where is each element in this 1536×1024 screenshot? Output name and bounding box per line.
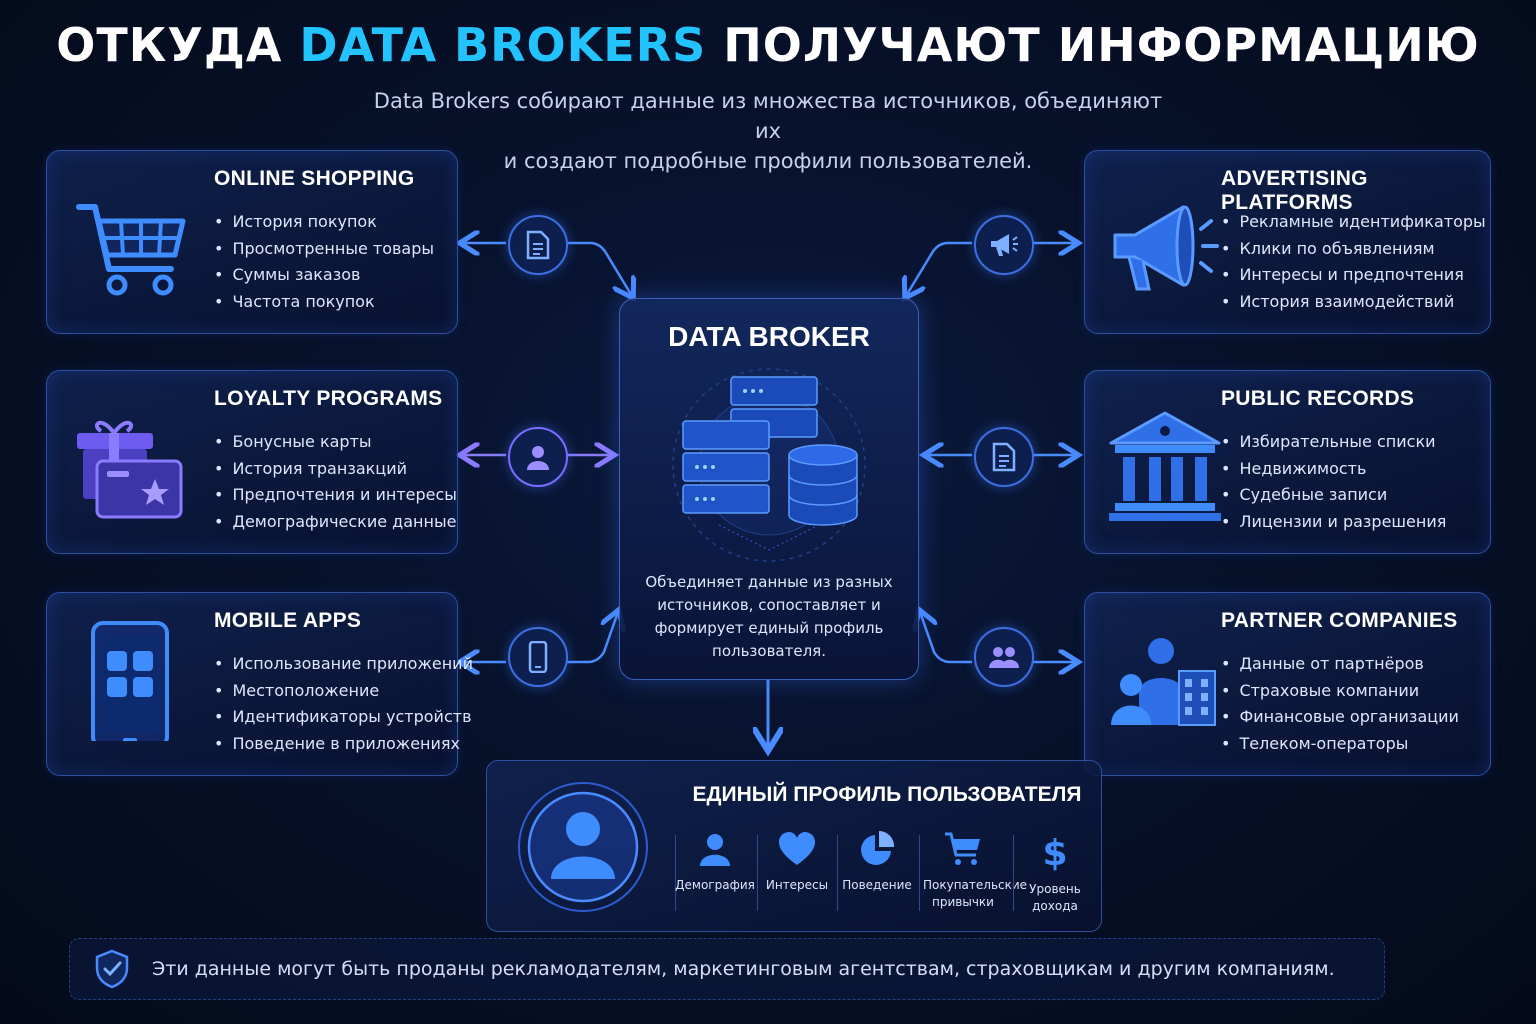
source-card-public-records: PUBLIC RECORDS Избирательные списки Недв… <box>1084 370 1491 554</box>
card-title: ONLINE SHOPPING <box>214 167 415 190</box>
source-card-mobile-apps: MOBILE APPS Использование приложений Мес… <box>46 592 473 776</box>
dollar-icon: $ <box>1042 833 1067 874</box>
profile-attribute-behavior: Поведение <box>837 830 917 894</box>
divider <box>757 835 758 911</box>
source-card-online-shopping: ONLINE SHOPPING История покупок Просмотр… <box>46 150 458 334</box>
users-icon <box>989 647 1019 668</box>
card-list: Данные от партнёров Страховые компании Ф… <box>1221 651 1459 758</box>
megaphone-small-icon <box>991 234 1018 256</box>
source-card-loyalty-programs: LOYALTY PROGRAMS Бонусные карты История … <box>46 370 458 554</box>
megaphone-node <box>974 215 1034 275</box>
divider <box>1013 835 1014 911</box>
list-item: Использование приложений <box>214 651 473 678</box>
database-servers-icon <box>672 368 866 562</box>
user-icon <box>527 446 549 470</box>
list-item: Бонусные карты <box>214 429 457 456</box>
list-item: История взаимодействий <box>1221 289 1486 316</box>
list-item: Клики по объявлениям <box>1221 236 1486 263</box>
pie-chart-icon <box>861 830 895 865</box>
divider <box>675 835 676 911</box>
list-item: Предпочтения и интересы <box>214 482 456 509</box>
card-list: Рекламные идентификаторы Клики по объявл… <box>1221 209 1486 316</box>
card-list: Бонусные карты История транзакций Предпо… <box>214 429 457 536</box>
profile-attribute-demography: Демография <box>675 831 755 894</box>
profile-title: ЕДИНЫЙ ПРОФИЛЬ ПОЛЬЗОВАТЕЛЯ <box>692 783 1082 806</box>
gift-card-icon <box>77 420 183 519</box>
document-icon <box>992 442 1016 472</box>
partners-icon <box>1111 638 1216 726</box>
page-subtitle: Data Brokers собирают данные из множеств… <box>373 89 1163 173</box>
list-item: Идентификаторы устройств <box>214 704 473 731</box>
shopping-cart-icon <box>76 204 186 296</box>
document-node <box>508 215 568 275</box>
card-title: LOYALTY PROGRAMS <box>214 387 443 410</box>
partners-node <box>974 627 1034 687</box>
list-item: Финансовые организации <box>1221 704 1459 731</box>
list-item: Избирательные списки <box>1221 429 1446 456</box>
list-item: Недвижимость <box>1221 456 1446 483</box>
list-item: Рекламные идентификаторы <box>1221 209 1485 236</box>
smartphone-icon <box>91 621 169 741</box>
list-item: Демографические данные <box>214 509 457 536</box>
list-item: Телеком-операторы <box>1221 731 1459 758</box>
card-title: MOBILE APPS <box>214 609 362 632</box>
card-list: Избирательные списки Недвижимость Судебн… <box>1221 429 1446 536</box>
data-broker-panel: DATA BROKER Объединяет данные из разных … <box>619 298 919 680</box>
list-item: Частота покупок <box>214 289 434 316</box>
svg-text:$: $ <box>1042 833 1067 871</box>
list-item: Страховые компании <box>1221 678 1459 705</box>
divider <box>837 835 838 911</box>
phone-node <box>508 627 568 687</box>
card-title: PARTNER COMPANIES <box>1221 609 1458 632</box>
cart-icon <box>945 832 980 865</box>
list-item: Поведение в приложениях <box>214 731 473 758</box>
center-title: DATA BROKER <box>668 321 870 352</box>
document-icon <box>526 230 550 260</box>
profile-attribute-income: $ Уровень дохода <box>1029 833 1081 913</box>
records-node <box>974 427 1034 487</box>
card-list: История покупок Просмотренные товары Сум… <box>214 209 434 316</box>
profile-avatar-icon <box>518 782 648 912</box>
list-item: Суммы заказов <box>214 262 434 289</box>
megaphone-icon <box>1113 205 1219 291</box>
user-node <box>508 427 568 487</box>
profile-attribute-shopping-habits: Покупательские привычки <box>923 831 1027 911</box>
center-description: Объединяет данные из разных источников, … <box>645 573 893 660</box>
profile-attribute-interests: Интересы <box>757 831 837 894</box>
source-card-advertising-platforms: ADVERTISING PLATFORMS Рекламные идентифи… <box>1084 150 1491 334</box>
heart-icon <box>779 832 815 865</box>
phone-icon <box>528 641 548 673</box>
list-item: Судебные записи <box>1221 482 1446 509</box>
shield-check-icon <box>95 949 129 989</box>
footer-note: Эти данные могут быть проданы рекламодат… <box>69 938 1385 1000</box>
list-item: Интересы и предпочтения <box>1221 262 1486 289</box>
list-item: Данные от партнёров <box>1221 651 1459 678</box>
card-list: Использование приложений Местоположение … <box>214 651 473 758</box>
card-title: PUBLIC RECORDS <box>1221 387 1415 410</box>
list-item: Лицензии и разрешения <box>1221 509 1446 536</box>
card-title: ADVERTISING PLATFORMS <box>1221 167 1368 214</box>
page-title: ОТКУДА DATA BROKERS ПОЛУЧАЮТ ИНФОРМАЦИЮ <box>56 18 1480 72</box>
list-item: История покупок <box>214 209 434 236</box>
divider <box>919 835 920 911</box>
user-profile-panel: ЕДИНЫЙ ПРОФИЛЬ ПОЛЬЗОВАТЕЛЯ Демография И… <box>486 760 1102 932</box>
list-item: История транзакций <box>214 456 457 483</box>
list-item: Просмотренные товары <box>214 236 434 263</box>
person-icon <box>700 834 730 866</box>
title-accent: DATA BROKERS <box>299 18 707 72</box>
list-item: Местоположение <box>214 678 473 705</box>
footer-text: Эти данные могут быть проданы рекламодат… <box>152 958 1335 980</box>
source-card-partner-companies: PARTNER COMPANIES Данные от партнёров Ст… <box>1084 592 1491 776</box>
courthouse-icon <box>1109 411 1221 521</box>
